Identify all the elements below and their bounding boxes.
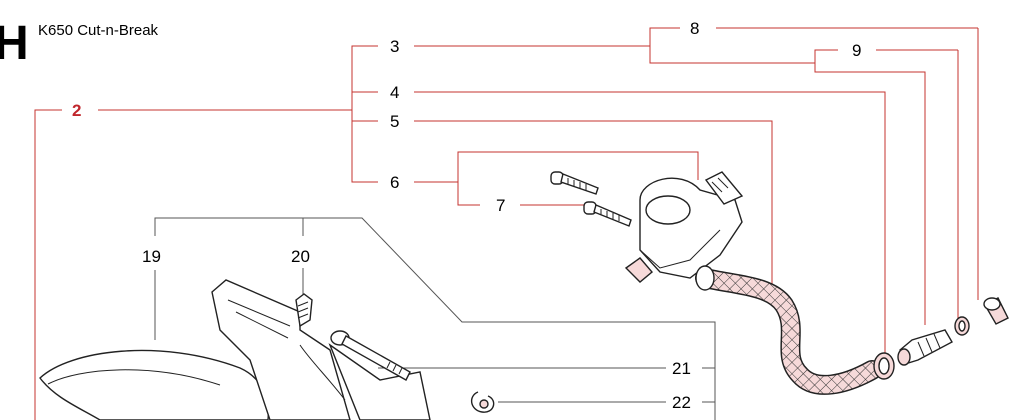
screw-7-upper (550, 171, 599, 195)
guard-19 (39, 349, 269, 420)
callout-21: 21 (672, 359, 691, 378)
section-letter: H (0, 17, 29, 70)
leader-5 (414, 120, 773, 300)
clip-22 (471, 391, 495, 413)
group-lines (154, 217, 716, 420)
bracket-8-9 (649, 27, 815, 64)
callout-20: 20 (291, 247, 310, 266)
fitting-9 (897, 329, 953, 366)
parts (39, 171, 1009, 420)
leader-4 (414, 91, 886, 358)
callout-labels: 2 3 4 5 6 7 8 9 19 20 21 22 (72, 19, 861, 412)
callout-9: 9 (852, 41, 861, 60)
callout-6: 6 (390, 173, 399, 192)
leader-9-bracket (814, 49, 926, 325)
leader-6-lower (457, 182, 480, 206)
leader-lines (34, 27, 979, 420)
diagram-title: K650 Cut-n-Break (38, 22, 159, 39)
clamp-4 (873, 352, 895, 380)
callout-2: 2 (72, 101, 81, 120)
callout-5: 5 (390, 112, 399, 131)
callout-8: 8 (690, 19, 699, 38)
bracket-20 (211, 279, 431, 420)
bracket-19-20 (154, 217, 716, 420)
leader-6 (414, 151, 699, 183)
callout-19: 19 (142, 247, 161, 266)
bolt-21 (330, 330, 411, 381)
screw-7-lower (583, 201, 632, 227)
leader-2 (34, 109, 62, 420)
callout-7: 7 (496, 196, 505, 215)
callout-22: 22 (672, 393, 691, 412)
callout-4: 4 (390, 83, 399, 102)
bracket-3-6 (351, 45, 378, 183)
oring-8 (954, 316, 970, 336)
cap-8 (983, 297, 1009, 325)
callout-3: 3 (390, 37, 399, 56)
handle-housing-6 (624, 171, 744, 283)
